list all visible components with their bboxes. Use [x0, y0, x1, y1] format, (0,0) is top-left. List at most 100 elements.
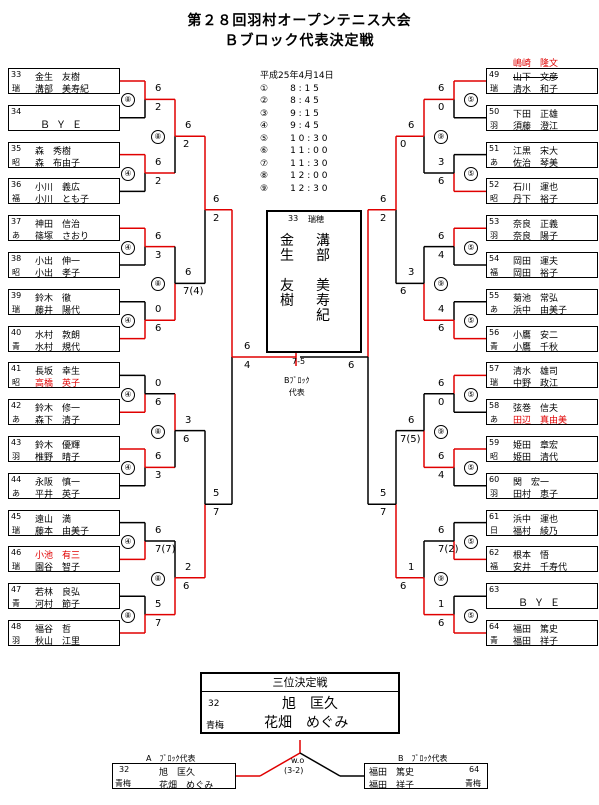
- entry-player-2: 中野 政江: [513, 379, 559, 390]
- match-score: 7(4): [183, 286, 204, 298]
- court-number: ⑧: [121, 608, 135, 623]
- schedule-slot-number: ②: [260, 96, 269, 106]
- a-block-label: A ﾌﾞﾛｯｸ代表: [146, 754, 196, 763]
- walkover-label: w.o: [291, 756, 305, 765]
- entry-affiliation: 昭: [490, 194, 498, 204]
- entry-player-2: 水村 規代: [35, 342, 81, 353]
- court-number: ⑤: [464, 387, 478, 402]
- match-score: 2: [155, 176, 162, 187]
- tournament-title: 第２８回羽村オープンテニス大会: [187, 13, 412, 29]
- schedule-date: 平成25年4月14日: [260, 71, 334, 81]
- court-number: ⑨: [434, 277, 448, 292]
- entry-affiliation: 瑞: [12, 84, 20, 93]
- entry-number: 34: [11, 106, 22, 116]
- match-score: 6: [185, 267, 192, 279]
- match-score: 6: [438, 525, 445, 536]
- schedule-slot-number: ⑧: [260, 171, 269, 181]
- entry-player-1: 菊池 常弘: [513, 293, 559, 304]
- match-score: 5: [155, 598, 162, 610]
- schedule-slot-number: ①: [260, 83, 269, 94]
- third-place-affiliation: 青梅: [206, 721, 225, 731]
- entry-player-1: 若林 良弘: [35, 588, 81, 599]
- entry-player-2: 藤井 陽代: [35, 305, 81, 316]
- entry-player-2: 姫田 清代: [513, 453, 559, 463]
- schedule-slot-time: 1 1 : 0 0: [290, 146, 328, 156]
- entry-number: 50: [489, 106, 500, 116]
- b-rep-player-2: 福田 祥子: [369, 781, 415, 791]
- entry-player-2: 田村 恵子: [513, 489, 559, 500]
- representative-player-1: 金 生 友 樹: [280, 233, 294, 309]
- entry-player-2: 平井 英子: [35, 489, 81, 500]
- match-score: 6: [438, 176, 445, 187]
- court-number: ⑧: [151, 130, 165, 145]
- entry-player-2: 篠塚 さおり: [35, 232, 90, 243]
- entry-player-1: 浜中 運也: [513, 514, 559, 525]
- match-score: 3: [155, 470, 162, 482]
- court-number: ④: [121, 240, 135, 255]
- entry-affiliation: 日: [490, 525, 498, 535]
- court-number: ⑤: [464, 93, 478, 108]
- entry-affiliation: 羽: [490, 120, 498, 130]
- third-place-heading: 三位決定戦: [202, 674, 398, 692]
- entry-number: 55: [489, 290, 500, 300]
- entry-affiliation: あ: [490, 157, 498, 167]
- b-block-label: B ﾌﾞﾛｯｸ代表: [398, 754, 448, 763]
- match-score: 6: [155, 451, 162, 463]
- entry-player-2: 小出 孝子: [35, 269, 81, 279]
- match-score: 5: [213, 488, 220, 500]
- entry-affiliation: 瑞: [490, 378, 498, 388]
- match-score: 2: [155, 102, 162, 114]
- entry-number: 53: [489, 217, 500, 227]
- representative-affiliation: 瑞穂: [308, 215, 324, 224]
- entry-affiliation: 福: [490, 562, 498, 572]
- entry-player-1: 根本 悟: [513, 551, 550, 562]
- match-score: 2: [380, 212, 387, 224]
- match-score: 6: [244, 341, 251, 352]
- court-number: ⑧: [121, 93, 135, 108]
- entry-player-2: 溝部 美寿紀: [35, 85, 90, 95]
- match-score: 6: [183, 580, 190, 592]
- a-rep-number: 32: [119, 765, 130, 774]
- entry-number: 64: [489, 622, 500, 631]
- match-score: 4: [438, 304, 445, 316]
- entry-affiliation: 福: [12, 194, 20, 204]
- entry-player-1: 福谷 哲: [35, 625, 72, 635]
- schedule-slot-time: 9 : 1 5: [290, 108, 319, 119]
- schedule-slot-time: 9 : 4 5: [290, 121, 319, 131]
- match-score: 5: [380, 488, 387, 500]
- a-rep-affiliation: 青梅: [115, 779, 131, 788]
- entry-affiliation: 青: [12, 599, 20, 609]
- match-score: 6: [438, 83, 445, 95]
- entry-player-1: 森 秀樹: [35, 146, 72, 157]
- entry-player-2: 藤本 由美子: [35, 526, 90, 537]
- entry-player-1: 小鷹 安二: [513, 330, 559, 341]
- b-block-representative: 福田 篤史 福田 祥子 64 青梅: [364, 763, 488, 791]
- match-score: 4: [438, 249, 445, 261]
- match-score: 6: [155, 396, 162, 408]
- representative-number: 33: [288, 214, 299, 223]
